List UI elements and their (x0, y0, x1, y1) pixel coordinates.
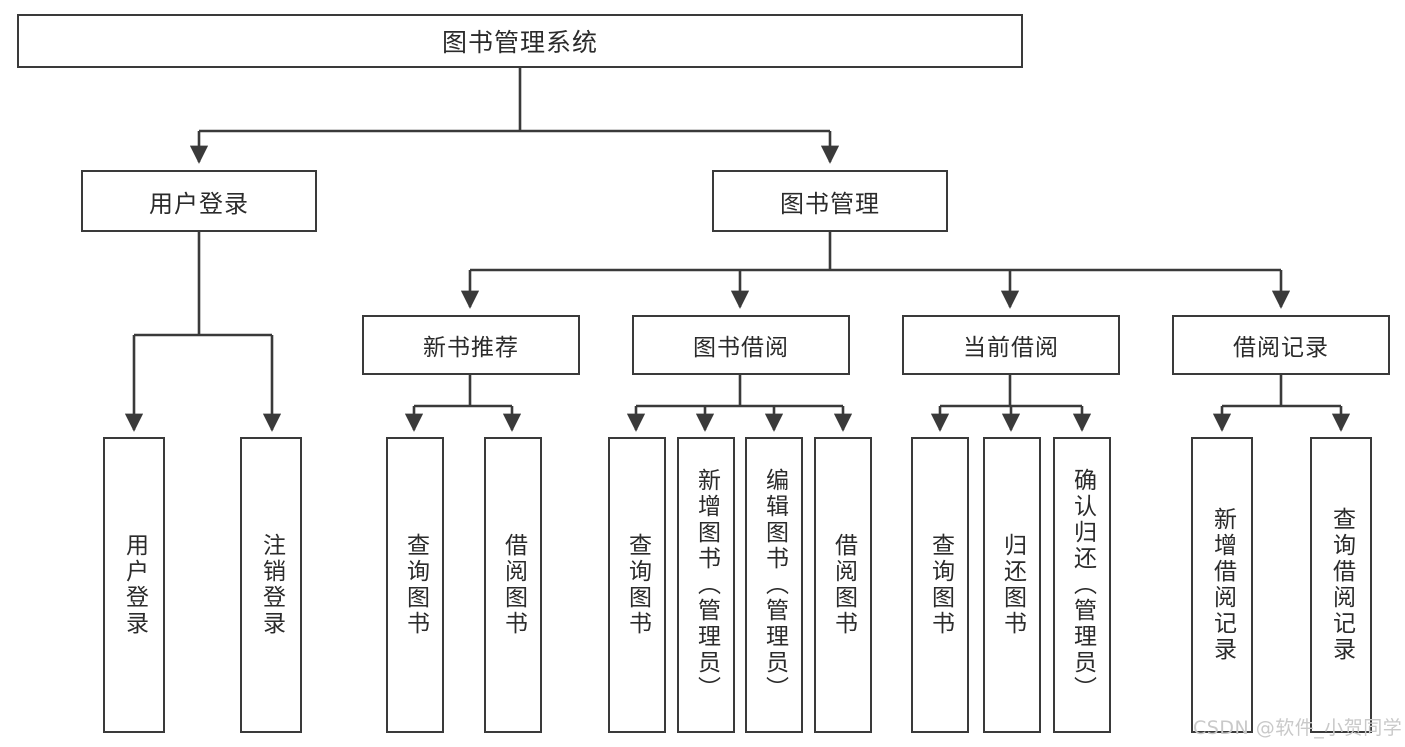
node-borrow-record[interactable]: 借阅记录 (1172, 315, 1390, 375)
leaf-label: 用户登录 (121, 533, 148, 637)
node-new-book-recommend[interactable]: 新书推荐 (362, 315, 580, 375)
leaf-label: 新增借阅记录 (1209, 507, 1236, 663)
node-user-login-label: 用户登录 (149, 189, 249, 218)
leaf-label: 查询图书 (624, 533, 651, 637)
leaf-label: 借阅图书 (500, 533, 527, 637)
leaf-label: 归还图书 (999, 533, 1026, 637)
leaf-confirm-return-admin[interactable]: 确认归还（管理员） (1053, 437, 1111, 733)
leaf-borrow-book-recommend[interactable]: 借阅图书 (484, 437, 542, 733)
leaf-query-book-recommend[interactable]: 查询图书 (386, 437, 444, 733)
leaf-label: 查询图书 (402, 533, 429, 637)
node-book-management-label: 图书管理 (780, 189, 880, 218)
leaf-user-login[interactable]: 用户登录 (103, 437, 165, 733)
leaf-borrow-book[interactable]: 借阅图书 (814, 437, 872, 733)
leaf-edit-book-admin[interactable]: 编辑图书（管理员） (745, 437, 803, 733)
node-root-label: 图书管理系统 (441, 28, 598, 57)
leaf-return-book[interactable]: 归还图书 (983, 437, 1041, 733)
leaf-add-book-admin[interactable]: 新增图书（管理员） (677, 437, 735, 733)
node-book-borrow-label: 图书借阅 (693, 335, 789, 361)
leaf-query-borrow-record[interactable]: 查询借阅记录 (1310, 437, 1372, 733)
leaf-label: 编辑图书（管理员） (761, 468, 788, 702)
leaf-query-book-borrow[interactable]: 查询图书 (608, 437, 666, 733)
csdn-watermark: CSDN @软件_小贺同学 (1193, 717, 1403, 739)
node-book-borrow[interactable]: 图书借阅 (632, 315, 850, 375)
node-borrow-record-label: 借阅记录 (1233, 335, 1329, 361)
leaf-add-borrow-record[interactable]: 新增借阅记录 (1191, 437, 1253, 733)
leaf-label: 查询借阅记录 (1328, 507, 1355, 663)
leaf-label: 借阅图书 (830, 533, 857, 637)
node-current-borrow[interactable]: 当前借阅 (902, 315, 1120, 375)
leaf-label: 查询图书 (927, 533, 954, 637)
leaf-query-book-current[interactable]: 查询图书 (911, 437, 969, 733)
leaf-label: 新增图书（管理员） (693, 468, 720, 702)
node-user-login[interactable]: 用户登录 (81, 170, 317, 232)
node-new-book-recommend-label: 新书推荐 (423, 335, 519, 361)
leaf-label: 确认归还（管理员） (1069, 468, 1096, 702)
leaf-label: 注销登录 (258, 533, 285, 637)
node-book-management[interactable]: 图书管理 (712, 170, 948, 232)
leaf-user-logout[interactable]: 注销登录 (240, 437, 302, 733)
node-current-borrow-label: 当前借阅 (963, 335, 1059, 361)
node-root[interactable]: 图书管理系统 (17, 14, 1023, 68)
